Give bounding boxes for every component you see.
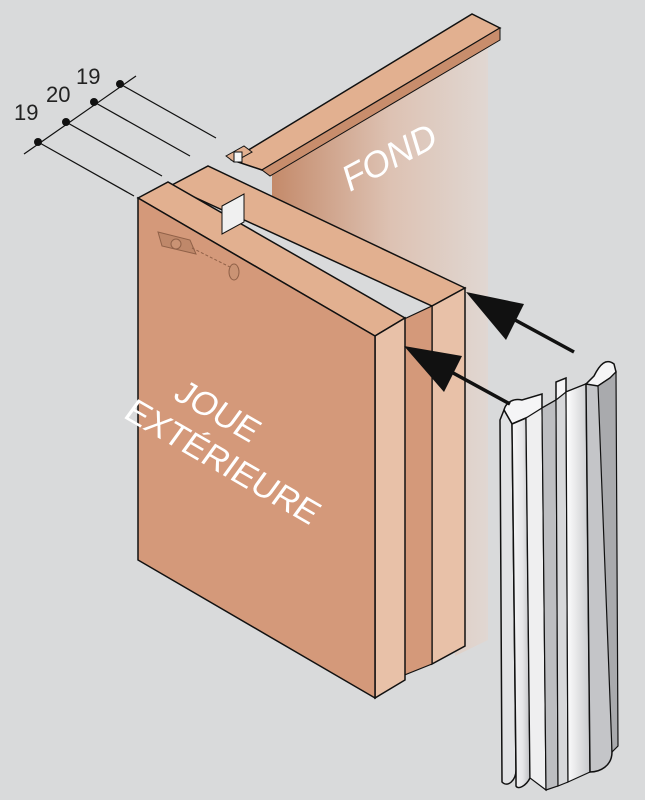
aluminium-profile [499, 360, 619, 792]
dimension-label-2: 20 [46, 82, 70, 107]
dimension-label-3: 19 [76, 64, 100, 89]
dimension-lines [23, 75, 217, 197]
cam-fitting-icon [157, 231, 240, 281]
joue-exterieure-panel [136, 145, 407, 700]
dimension-dots [34, 80, 124, 146]
fond-panel [230, 13, 502, 656]
dimension-label-1: 19 [14, 100, 38, 125]
insertion-arrows [404, 292, 575, 406]
